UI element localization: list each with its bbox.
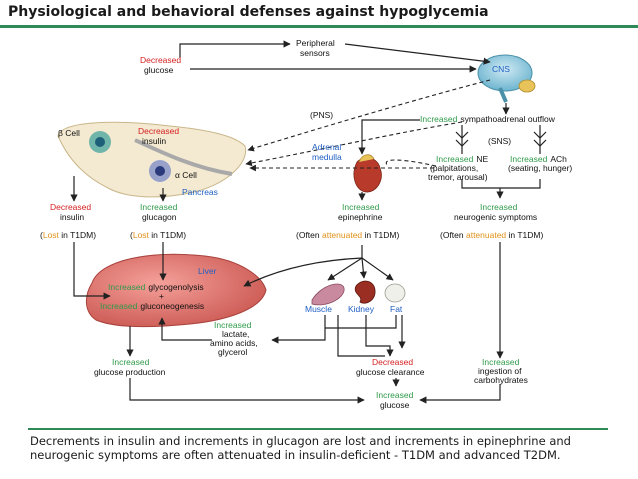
peripheral-sensors-label: Peripheral (296, 38, 335, 48)
liver-label: Liver (198, 266, 217, 276)
pancreas-label: Pancreas (182, 187, 218, 197)
kidney-label: Kidney (348, 304, 375, 314)
adrenal-medulla-label: Adrenal (312, 142, 341, 152)
increased-epinephrine-label: Increased (342, 202, 380, 212)
sns-label: (SNS) (488, 136, 511, 146)
increased-glucose-label: Increased (376, 390, 414, 400)
neurogenic-attenuated-label: (Often attenuated in T1DM) (440, 230, 543, 240)
beta-cell-label: β Cell (58, 128, 80, 138)
neurogenic-symptoms-label: neurogenic symptoms (454, 212, 537, 222)
pancreas-insulin-label: insulin (142, 136, 166, 146)
carbohydrates-label: carbohydrates (474, 375, 528, 385)
cns-brain-icon (477, 54, 536, 103)
lactate-label: lactate, (222, 329, 249, 339)
amino-acids-label: amino acids, (210, 338, 258, 348)
epinephrine-attenuated-label: (Often attenuated in T1DM) (296, 230, 399, 240)
epinephrine-label: epinephrine (338, 212, 383, 222)
pancreas-icon (57, 121, 247, 198)
glucose-clearance-label: glucose clearance (356, 367, 425, 377)
kidney-icon (354, 280, 376, 304)
ne-symptoms-label-2: tremor, arousal) (428, 172, 488, 182)
alpha-cell-label: α Cell (175, 170, 197, 180)
decreased-glucose-label-2: glucose (144, 65, 174, 75)
adrenal-kidney-icon (353, 154, 382, 193)
increased-lactate-label: Increased (214, 320, 252, 330)
page-title: Physiological and behavioral defenses ag… (8, 4, 489, 20)
fat-icon (384, 283, 406, 303)
glucose-label: glucose (380, 400, 410, 410)
increased-glucose-production-label: Increased (112, 357, 150, 367)
ingestion-label: ingestion of (478, 366, 522, 376)
glucagon-lost-label: (Lost in T1DM) (130, 230, 186, 240)
fat-label: Fat (390, 304, 403, 314)
caption-text: Decrements in insulin and increments in … (30, 434, 571, 462)
hypoglycemia-defense-diagram: CNS (40, 38, 572, 410)
ach-symptoms-label: (seating, hunger) (508, 163, 572, 173)
insulin-lost-label: (Lost in T1DM) (40, 230, 96, 240)
caption-divider (28, 428, 608, 430)
increased-ingestion-label: Increased (482, 357, 520, 367)
cns-label: CNS (492, 64, 510, 74)
pancreas-decreased-insulin-label: Decreased (138, 126, 179, 136)
pns-label: (PNS) (310, 110, 333, 120)
increased-neurogenic-label: Increased (480, 202, 518, 212)
peripheral-sensors-label-2: sensors (300, 48, 330, 58)
title-divider (0, 25, 638, 28)
decreased-glucose-label: Decreased (140, 55, 181, 65)
decreased-insulin-label: Decreased (50, 202, 91, 212)
glucose-production-label: glucose production (94, 367, 166, 377)
glycerol-label: glycerol (218, 347, 247, 357)
plus-sign: + (159, 291, 164, 301)
decreased-glucose-clearance-label: Decreased (372, 357, 413, 367)
adrenal-medulla-label-2: medulla (312, 152, 342, 162)
glucagon-label: glucagon (142, 212, 177, 222)
muscle-label: Muscle (305, 304, 332, 314)
muscle-icon (311, 283, 345, 306)
increased-glucagon-label: Increased (140, 202, 178, 212)
insulin-label: insulin (60, 212, 84, 222)
ne-symptoms-label: (palpitations, (430, 163, 478, 173)
